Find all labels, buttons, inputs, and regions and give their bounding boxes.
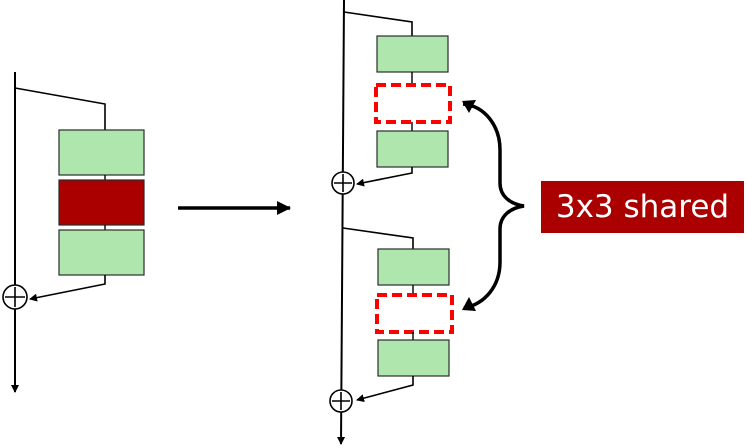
shared-residual-blocks (329, 0, 454, 445)
conv-block-top (58, 129, 145, 176)
shared-label-text: 3x3 shared (555, 189, 730, 225)
brace-arrowhead-top (462, 100, 476, 113)
conv-block-top (376, 35, 449, 73)
upper-residual-block (331, 11, 452, 195)
branch-return-arrow (29, 275, 106, 302)
adder-icon (329, 389, 353, 413)
branch-entry-line (14, 87, 106, 130)
curly-brace-icon (462, 102, 525, 310)
branch-entry-line (343, 11, 413, 36)
skip-connection-line (337, 0, 346, 445)
branch-return-arrow (356, 376, 414, 403)
conv-block-bottom (58, 229, 145, 276)
branch-entry-line (342, 227, 414, 249)
shared-conv-placeholder (374, 83, 452, 124)
original-residual-block (2, 72, 145, 393)
conv-block-bottom (377, 339, 450, 377)
lower-residual-block (329, 227, 454, 413)
shared-conv-placeholder (375, 293, 454, 334)
shared-label-badge: 3x3 shared (541, 181, 744, 233)
branch-return-arrow (356, 167, 413, 187)
adder-icon (2, 284, 28, 310)
conv-block-top (377, 248, 450, 286)
brace-arrowhead-bottom (462, 297, 476, 311)
adder-icon (331, 171, 355, 195)
conv-block-bottom (376, 130, 449, 168)
shared-conv-block-filled (58, 179, 145, 226)
